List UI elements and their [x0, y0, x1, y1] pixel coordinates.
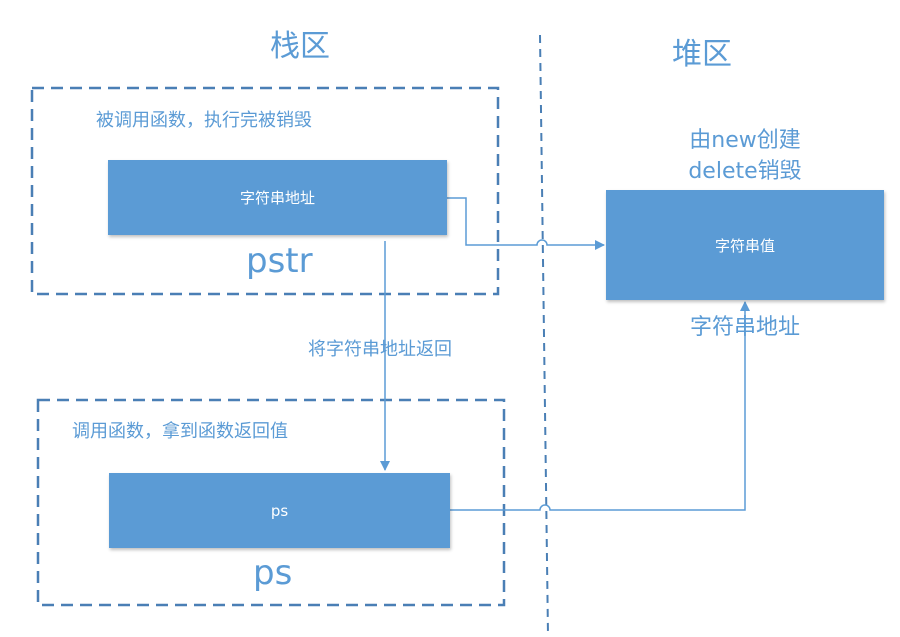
- callee-frame-border: [30, 86, 500, 296]
- caller-ps-box: ps: [109, 473, 450, 548]
- heap-address-label: 字符串地址: [690, 315, 801, 340]
- caller-var-name: ps: [253, 553, 293, 593]
- ps-to-heap-arrow: [450, 301, 750, 511]
- return-arrow-label: 将字符串地址返回: [308, 339, 452, 360]
- caller-ps-box-label: ps: [270, 501, 289, 520]
- callee-frame-caption: 被调用函数，执行完被销毁: [96, 110, 312, 131]
- callee-address-box: 字符串地址: [108, 160, 447, 235]
- callee-address-box-label: 字符串地址: [239, 189, 315, 207]
- stack-region-title: 栈区: [270, 29, 330, 64]
- heap-created-line1: 由new创建: [689, 128, 801, 153]
- heap-region-title: 堆区: [672, 37, 732, 72]
- stack-heap-divider: [539, 34, 549, 636]
- pstr-to-heap-arrow: [447, 197, 605, 250]
- heap-value-box-label: 字符串值: [714, 236, 775, 255]
- callee-var-name: pstr: [246, 241, 313, 281]
- heap-value-box: 字符串值: [606, 190, 884, 300]
- caller-frame-border: [36, 398, 506, 607]
- heap-created-line2: delete销毁: [688, 159, 802, 184]
- caller-frame-caption: 调用函数，拿到函数返回值: [72, 421, 288, 442]
